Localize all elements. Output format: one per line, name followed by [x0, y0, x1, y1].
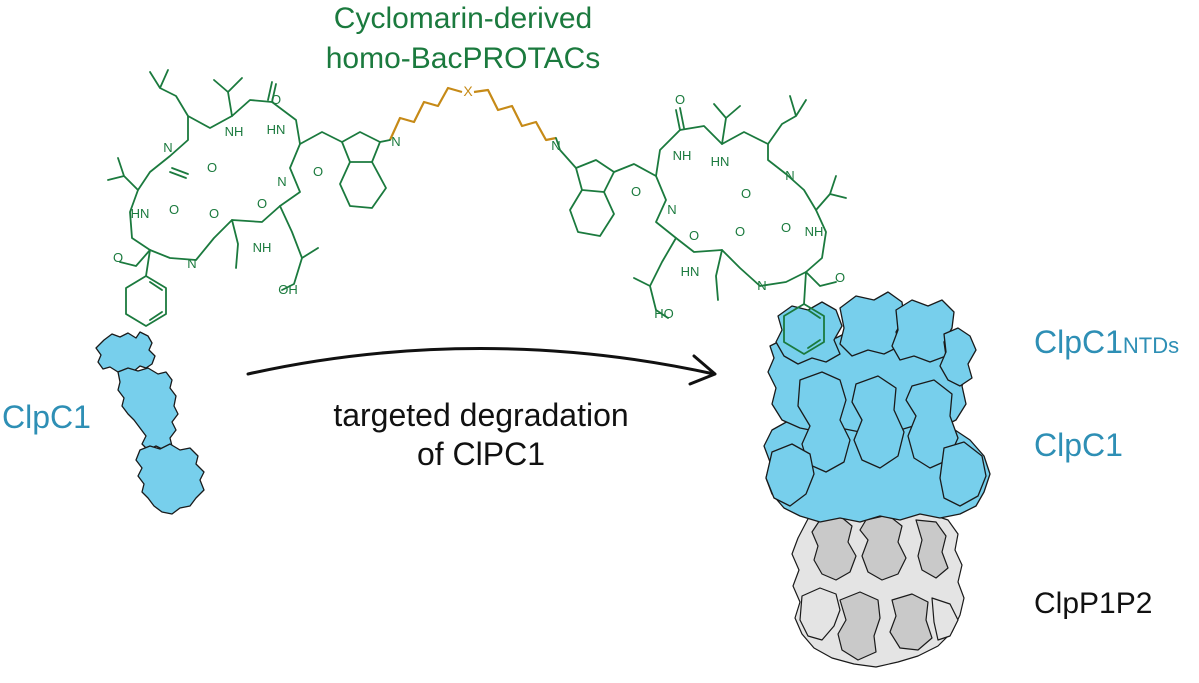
left-alanine-methyl	[231, 219, 239, 269]
clpc1-subunit-lower-left	[765, 443, 815, 507]
left-phenyl-attach	[145, 249, 151, 277]
left-atom-hn-1: HN	[267, 122, 286, 137]
ntd-domain-4	[939, 327, 977, 387]
right-indole-pyrrole	[575, 159, 615, 193]
left-atom-o-5: O	[209, 206, 219, 221]
right-atom-o-2: O	[631, 184, 641, 199]
linker-right-chain	[473, 88, 557, 142]
right-atom-nh-2: NH	[805, 224, 824, 239]
right-leucine-sidechain	[767, 95, 807, 145]
right-valine-top-sidechain	[713, 103, 741, 145]
linker-x-atom: X	[463, 83, 473, 99]
left-valine-top-sidechain	[213, 77, 243, 117]
right-atom-ho: HO	[654, 306, 674, 321]
right-atom-o-1: O	[741, 186, 751, 201]
clpp-subunit-lower-left	[799, 587, 841, 641]
clpc1-subunit-inner-center	[851, 375, 905, 469]
clpp1p2-label: ClpP1P2	[1034, 587, 1152, 620]
title-line-2: homo-BacPROTACs	[326, 42, 601, 75]
left-leucine-sidechain	[149, 69, 189, 117]
right-cyclomarin-structure: N HN NH O O O N NH O O O N HN O HO N	[551, 92, 847, 355]
right-indole-n-bond	[555, 137, 577, 169]
ntd-domain-3	[891, 299, 955, 363]
clpc1-subunit-inner-right	[905, 379, 959, 469]
left-atom-o-4: O	[169, 202, 179, 217]
right-atom-o-5: O	[735, 224, 745, 239]
left-atom-o-1: O	[207, 160, 217, 175]
right-clpc1-label: ClpC1	[1034, 427, 1123, 463]
right-methoxy-bond	[805, 271, 837, 287]
left-atom-indole-n: N	[391, 134, 400, 149]
right-atom-o-3: O	[675, 92, 685, 107]
ntds-label-base: ClpC1	[1034, 324, 1123, 360]
right-phenyl-attach	[803, 271, 807, 305]
right-atom-nh-1: NH	[673, 148, 692, 163]
right-atom-o-4: O	[781, 220, 791, 235]
left-atom-n-2: N	[277, 174, 286, 189]
clpp-subunit-upper-center	[859, 514, 907, 581]
ntds-label-subscript: NTDs	[1123, 333, 1179, 358]
bacprotac-linker: X	[388, 83, 557, 142]
left-cyclomarin-structure: N NH HN O O O N HN O O O N NH O OH N	[107, 69, 401, 327]
right-atom-n-1: N	[785, 168, 794, 183]
left-atom-o-2: O	[313, 164, 323, 179]
left-clpc1-label: ClpC1	[2, 399, 91, 435]
arrow-text-line-1: targeted degradation	[333, 397, 628, 433]
left-clpc1-ntd-blob	[95, 331, 156, 373]
right-atom-hn-2: HN	[681, 264, 700, 279]
left-atom-methoxy-o: O	[113, 250, 123, 265]
right-atom-n-2: N	[667, 202, 676, 217]
ntd-domain-1	[775, 301, 843, 365]
left-atom-n-3: N	[187, 256, 196, 271]
left-atom-nh-2: NH	[253, 240, 272, 255]
right-atom-hn-1: HN	[711, 154, 730, 169]
degradation-arrow	[246, 347, 717, 386]
clpp1p2-barrel	[791, 507, 965, 668]
left-phenyl-ring	[125, 275, 167, 327]
left-clpc1-monomer	[95, 331, 205, 515]
linker-left-chain	[388, 86, 463, 141]
left-atom-nh-1: NH	[225, 124, 244, 139]
left-atom-n-1: N	[163, 140, 172, 155]
right-carbonyl-top	[675, 107, 685, 131]
left-clpc1-middle-blob	[117, 367, 179, 451]
arrow-text-line-2: of ClPC1	[417, 436, 545, 472]
right-phenyl-ring	[783, 303, 825, 355]
right-atom-o-6: O	[689, 228, 699, 243]
right-trp-linker-bond	[613, 163, 657, 177]
right-atom-methoxy-o: O	[835, 270, 845, 285]
clpp-subunit-upper-right	[915, 519, 949, 579]
left-methoxy-bond	[119, 249, 151, 267]
left-atom-oh: OH	[278, 282, 298, 297]
clpp-subunit-upper-left	[811, 515, 857, 581]
left-atom-o-6: O	[257, 196, 267, 211]
clpp-subunit-lower-center	[837, 591, 881, 661]
right-indole-benzene	[569, 189, 615, 237]
left-valine-mid-sidechain	[107, 157, 139, 191]
right-lower-sidechain	[633, 237, 677, 319]
left-indole-pyrrole	[341, 131, 381, 163]
left-atom-hn-2: HN	[131, 206, 150, 221]
left-atom-o-3: O	[271, 92, 281, 107]
right-alanine-methyl	[715, 249, 723, 301]
clpp-subunit-lower-far-right	[931, 597, 959, 641]
left-lower-sidechain	[279, 205, 319, 291]
left-trp-linker-bond	[299, 131, 343, 145]
title-line-1: Cyclomarin-derived	[334, 2, 592, 35]
left-indole-benzene	[339, 161, 387, 209]
left-indole-n-bond	[379, 139, 391, 143]
left-carbonyl-left	[169, 167, 189, 179]
clpc1-ntd-domains	[775, 291, 977, 387]
left-carbonyl-top	[267, 81, 277, 103]
clpc1-subunit-lower-right	[939, 441, 987, 507]
right-atom-n-3: N	[757, 278, 766, 293]
right-valine-mid-sidechain	[815, 175, 847, 211]
clpp-subunit-lower-right	[889, 593, 933, 651]
right-clpc1-ntds-label: ClpC1NTDs	[1034, 324, 1179, 360]
clpc1-subunit-inner-left	[797, 371, 851, 473]
left-clpc1-lower-blob	[135, 443, 205, 515]
right-atom-indole-n: N	[551, 138, 560, 153]
